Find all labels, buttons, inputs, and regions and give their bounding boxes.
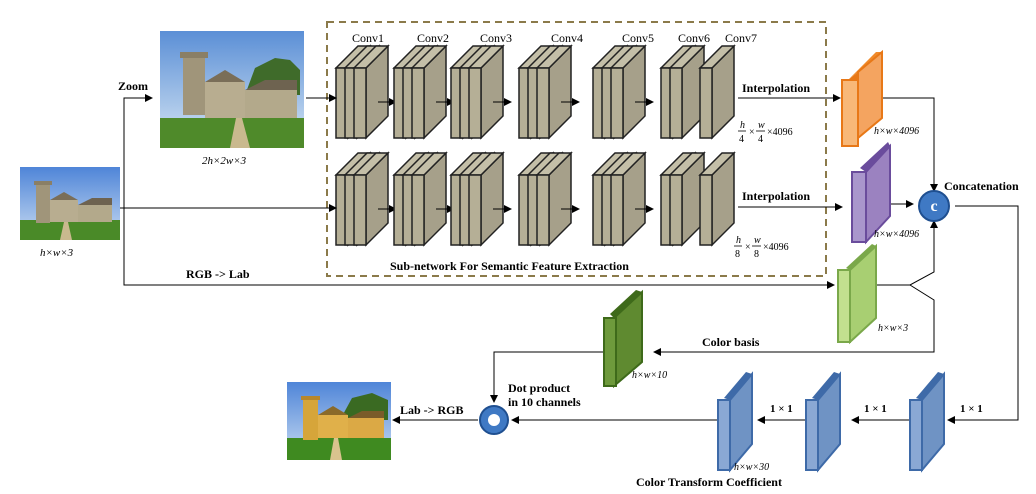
subnetwork-box xyxy=(326,21,827,277)
top-conv4-slab3 xyxy=(535,44,573,140)
interpolation-bottom-label: Interpolation xyxy=(742,189,810,203)
conv1x1-label-c: 1 × 1 xyxy=(770,403,793,415)
frac-top-num2: w xyxy=(758,120,765,131)
frac-bot-num1: h xyxy=(736,235,741,246)
dim-lab: h×w×3 xyxy=(878,323,908,334)
input-church-image xyxy=(20,167,120,240)
frac-bot-den1: 8 xyxy=(735,249,740,260)
bottom-conv4-slab3 xyxy=(535,151,573,247)
color-basis-label: Color basis xyxy=(702,335,760,349)
rgb-to-lab-label: RGB -> Lab xyxy=(186,267,250,281)
conv-label-4: Conv4 xyxy=(551,31,583,45)
subnetwork-label: Sub-network For Semantic Feature Extract… xyxy=(390,259,629,273)
lab-block-green xyxy=(837,243,877,345)
zoomed-church-image xyxy=(160,31,304,148)
dot-product-label-2: in 10 channels xyxy=(508,395,581,409)
conv-label-2: Conv2 xyxy=(417,31,449,45)
frac-top-den2: 4 xyxy=(758,134,763,145)
bottom-conv3-slab3 xyxy=(467,151,505,247)
concatenation-node: c xyxy=(918,190,950,222)
dim-coeff: h×w×30 xyxy=(734,462,769,473)
conv-label-6: Conv6 xyxy=(678,31,710,45)
conv-label-5: Conv5 xyxy=(622,31,654,45)
concat-symbol: c xyxy=(930,198,937,215)
color-transform-label: Color Transform Coefficient xyxy=(636,475,782,489)
concatenation-label: Concatenation xyxy=(944,179,1019,193)
zoom-label: Zoom xyxy=(118,79,148,93)
dot-product-label-1: Dot product xyxy=(508,381,570,395)
dot-product-node xyxy=(479,405,509,435)
conv-label-3: Conv3 xyxy=(480,31,512,45)
frac-top-den1: 4 xyxy=(739,134,744,145)
arrow-rgb-to-lab xyxy=(123,208,835,289)
dim-fraction-bottom: h 8 × w 8 ×4096 xyxy=(734,235,789,260)
bottom-conv7-slab1 xyxy=(698,151,736,247)
conv1x1-label-b: 1 × 1 xyxy=(864,403,887,415)
dim-basis: h×w×10 xyxy=(632,370,667,381)
dim-zoomed: 2h×2w×3 xyxy=(202,155,247,167)
conv1x1-label-a: 1 × 1 xyxy=(960,403,983,415)
top-conv1-slab3 xyxy=(352,44,390,140)
conv-stack-top xyxy=(334,44,736,140)
bottom-conv5-slab3 xyxy=(609,151,647,247)
top-conv2-slab3 xyxy=(410,44,448,140)
arrow-lab-to-concat xyxy=(872,220,938,286)
frac-bot-den2: 8 xyxy=(754,249,759,260)
frac-top-times: × xyxy=(749,127,755,138)
conv1x1-block-b xyxy=(805,371,841,473)
lab-to-rgb-label: Lab -> RGB xyxy=(400,403,464,417)
bottom-conv6-slab2 xyxy=(668,151,706,247)
top-conv5-slab3 xyxy=(609,44,647,140)
dim-purple: h×w×4096 xyxy=(874,229,919,240)
connections xyxy=(120,94,1019,424)
conv1x1-block-a xyxy=(909,371,945,473)
arrow-orange-to-concat xyxy=(880,97,938,192)
interpolation-top-label: Interpolation xyxy=(742,81,810,95)
arrow-concat-out xyxy=(947,205,1019,424)
dim-fraction-top: h 4 × w 4 ×4096 xyxy=(738,120,793,145)
arrow-basis-to-dot xyxy=(490,351,604,403)
conv-label-7: Conv7 xyxy=(725,31,757,45)
frac-top-num1: h xyxy=(740,120,745,131)
top-conv3-slab3 xyxy=(467,44,505,140)
dim-input: h×w×3 xyxy=(40,247,74,259)
frac-bot-num2: w xyxy=(754,235,761,246)
bottom-conv2-slab3 xyxy=(410,151,448,247)
frac-bot-times: × xyxy=(745,242,751,253)
coefficient-block xyxy=(717,371,753,473)
dim-orange: h×w×4096 xyxy=(874,126,919,137)
conv-label-1: Conv1 xyxy=(352,31,384,45)
frac-bot-tail: ×4096 xyxy=(763,242,789,253)
feature-block-orange xyxy=(841,49,883,147)
color-basis-block xyxy=(603,289,643,389)
arrow-color-basis xyxy=(653,284,935,356)
feature-block-purple xyxy=(851,142,891,245)
output-church-image xyxy=(287,382,391,460)
top-conv7-slab1 xyxy=(698,44,736,140)
arrow-zoom xyxy=(123,94,153,208)
conv-stack-bottom xyxy=(334,151,736,247)
bottom-conv1-slab3 xyxy=(352,151,390,247)
top-conv6-slab2 xyxy=(668,44,706,140)
frac-top-tail: ×4096 xyxy=(767,127,793,138)
